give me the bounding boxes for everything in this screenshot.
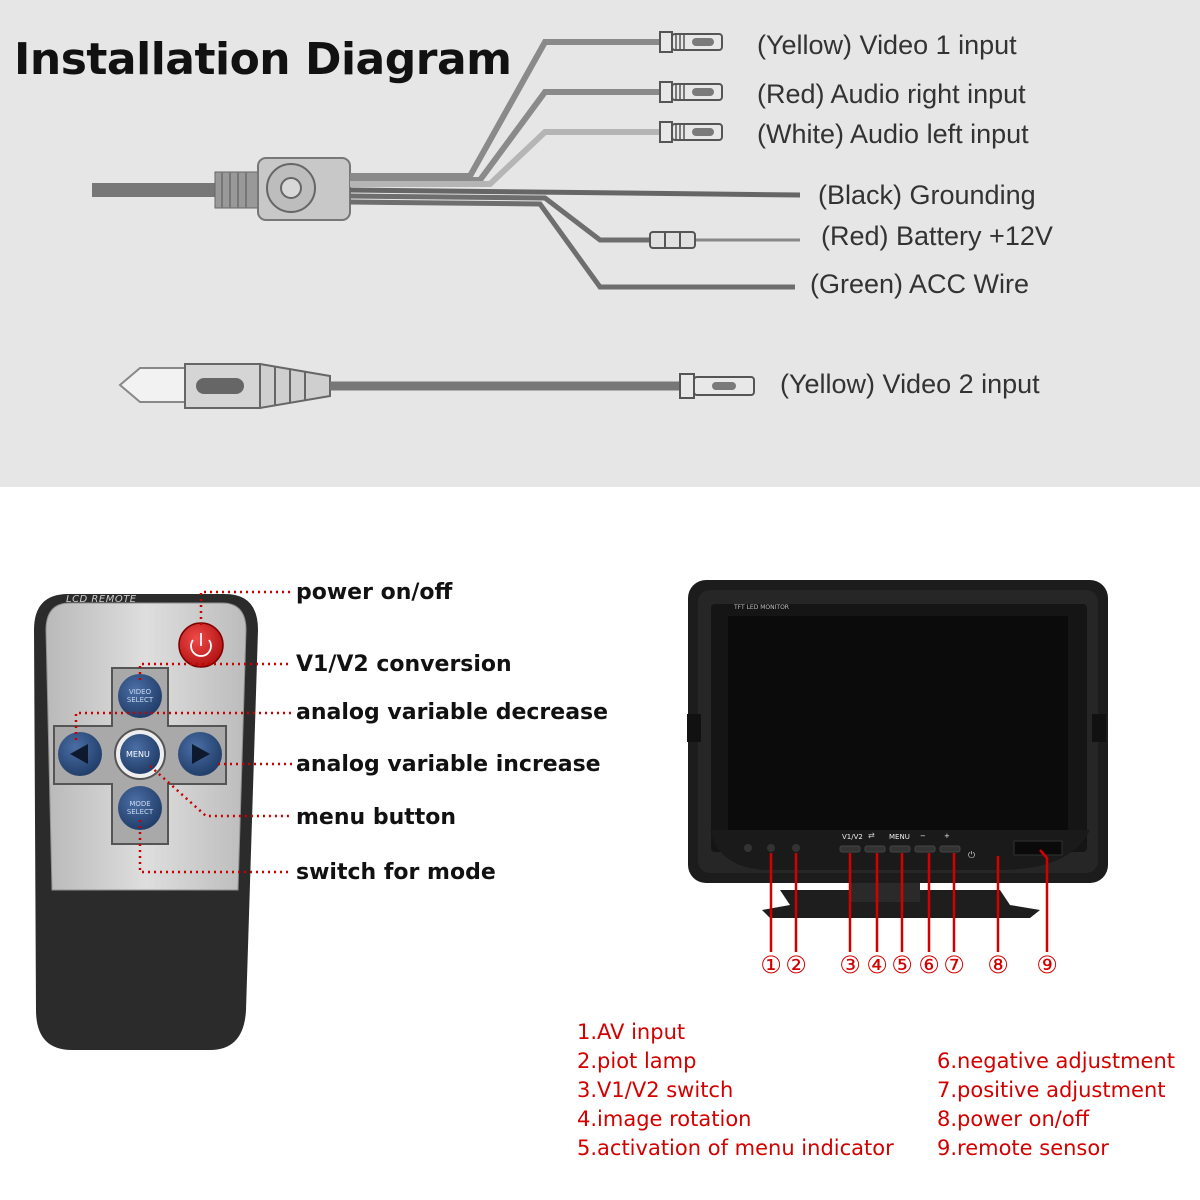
legend-item-3: 3.V1/V2 switch — [577, 1078, 734, 1102]
remote-label-mode: switch for mode — [296, 860, 496, 885]
wiring-drawing — [92, 31, 801, 410]
remote-brand: LCD REMOTE — [66, 594, 137, 605]
legend-item-1: 1.AV input — [577, 1020, 686, 1044]
monitor-drawing — [687, 580, 1108, 952]
remote-label-power: power on/off — [296, 580, 453, 605]
callout-4: ④ — [866, 951, 888, 979]
remote-label-menu: menu button — [296, 805, 457, 830]
remote-label-increase: analog variable increase — [296, 752, 601, 777]
wire-label-grounding: (Black) Grounding — [818, 180, 1036, 210]
monitor-label-minus: − — [920, 832, 926, 840]
monitor-brand: TFT LED MONITOR — [734, 604, 789, 611]
wire-label-video1: (Yellow) Video 1 input — [757, 30, 1017, 60]
legend-item-5: 5.activation of menu indicator — [577, 1136, 894, 1160]
diagram-title: Installation Diagram — [14, 34, 512, 85]
callout-7: ⑦ — [943, 951, 965, 979]
legend-item-9: 9.remote sensor — [937, 1136, 1109, 1160]
callout-5: ⑤ — [891, 951, 913, 979]
mode-select-button[interactable]: MODE SELECT — [126, 800, 154, 816]
wire-label-audio-left: (White) Audio left input — [757, 119, 1029, 149]
legend-item-6: 6.negative adjustment — [937, 1049, 1175, 1073]
remote-label-v1v2: V1/V2 conversion — [296, 652, 512, 677]
callout-2: ② — [785, 951, 807, 979]
monitor-rotate-icon: ⇄ — [868, 831, 875, 840]
wire-label-video2: (Yellow) Video 2 input — [780, 369, 1040, 399]
legend-item-8: 8.power on/off — [937, 1107, 1090, 1131]
monitor-power-icon: ⏻ — [968, 851, 976, 861]
callout-9: ⑨ — [1036, 951, 1058, 979]
menu-button[interactable]: MENU — [126, 750, 150, 759]
callout-1: ① — [760, 951, 782, 979]
callout-8: ⑧ — [987, 951, 1009, 979]
callout-6: ⑥ — [918, 951, 940, 979]
wire-label-battery: (Red) Battery +12V — [821, 221, 1053, 251]
legend-item-4: 4.image rotation — [577, 1107, 752, 1131]
monitor-label-v1v2: V1/V2 — [842, 833, 863, 841]
wire-label-acc: (Green) ACC Wire — [810, 269, 1030, 299]
remote-drawing — [34, 590, 292, 1050]
legend-item-2: 2.piot lamp — [577, 1049, 697, 1073]
monitor-label-menu: MENU — [889, 833, 910, 841]
legend-item-7: 7.positive adjustment — [937, 1078, 1166, 1102]
monitor-label-plus: + — [944, 832, 950, 840]
remote-label-decrease: analog variable decrease — [296, 700, 609, 725]
wire-label-audio-right: (Red) Audio right input — [757, 79, 1026, 109]
video-select-button[interactable]: VIDEO SELECT — [126, 688, 154, 704]
callout-3: ③ — [839, 951, 861, 979]
